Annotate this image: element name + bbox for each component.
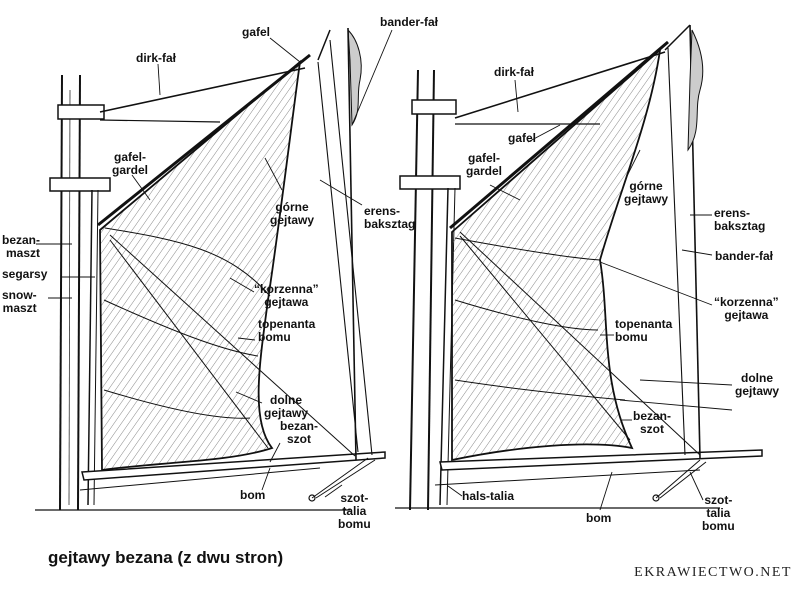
label-segarsy-left: segarsy	[2, 267, 48, 281]
label-gafel-gardel-right: gafel- gardel	[466, 151, 503, 178]
label-korzenna-gejtawa-left: “korzenna” gejtawa	[254, 282, 319, 309]
label-erens-baksztag-left: erens- baksztag	[364, 204, 416, 231]
left-rig	[49, 27, 386, 511]
left-leaders	[36, 29, 393, 498]
right-boom	[439, 449, 763, 471]
right-mast	[399, 69, 461, 511]
label-hals-talia-right: hals-talia	[462, 489, 515, 503]
diagram-caption: gejtawy bezana (z dwu stron)	[48, 548, 284, 567]
label-dirk-fal-left: dirk-fał	[136, 51, 177, 65]
label-topenanta-bomu-right: topenanta bomu	[615, 317, 673, 344]
label-korzenna-gejtawa-right: “korzenna” gejtawa	[714, 295, 779, 322]
label-bezan-szot-left: bezan- szot	[280, 419, 319, 446]
label-dirk-fal-right: dirk-fał	[494, 65, 535, 79]
label-bander-fal-right: bander-fał	[715, 249, 774, 263]
left-mast	[49, 74, 111, 511]
label-bezan-maszt-left: bezan- maszt	[2, 233, 41, 260]
label-dolne-gejtawy-left: dolne gejtawy	[264, 393, 309, 420]
label-szot-talia-bomu-left: szot- talia bomu	[338, 491, 371, 531]
label-snow-maszt-left: snow- maszt	[2, 288, 37, 315]
label-topenanta-bomu-left: topenanta bomu	[258, 317, 316, 344]
label-bezan-szot-right: bezan- szot	[633, 409, 672, 436]
label-gafel-right: gafel	[508, 131, 537, 145]
label-gorne-gejtawy-left: górne gejtawy	[270, 200, 315, 227]
label-gafel-gardel-left: gafel- gardel	[112, 150, 149, 177]
label-dolne-gejtawy-right: dolne gejtawy	[735, 371, 780, 398]
label-gafel-left: gafel	[242, 25, 271, 39]
left-sail	[99, 59, 302, 472]
right-leaders	[447, 79, 733, 511]
label-bom-right: bom	[586, 511, 612, 525]
right-rig	[399, 24, 763, 511]
left-gaff	[97, 53, 311, 227]
label-gorne-gejtawy-right: górne gejtawy	[624, 179, 669, 206]
label-bom-left: bom	[240, 488, 266, 502]
left-boom	[81, 451, 386, 481]
right-gaff	[449, 40, 669, 230]
label-bander-fal-left: bander-fał	[380, 15, 439, 29]
label-szot-talia-bomu-right: szot- talia bomu	[702, 493, 735, 533]
label-erens-baksztag-right: erens- baksztag	[714, 206, 766, 233]
watermark: EKRAWIECTWO.NET	[634, 565, 792, 580]
